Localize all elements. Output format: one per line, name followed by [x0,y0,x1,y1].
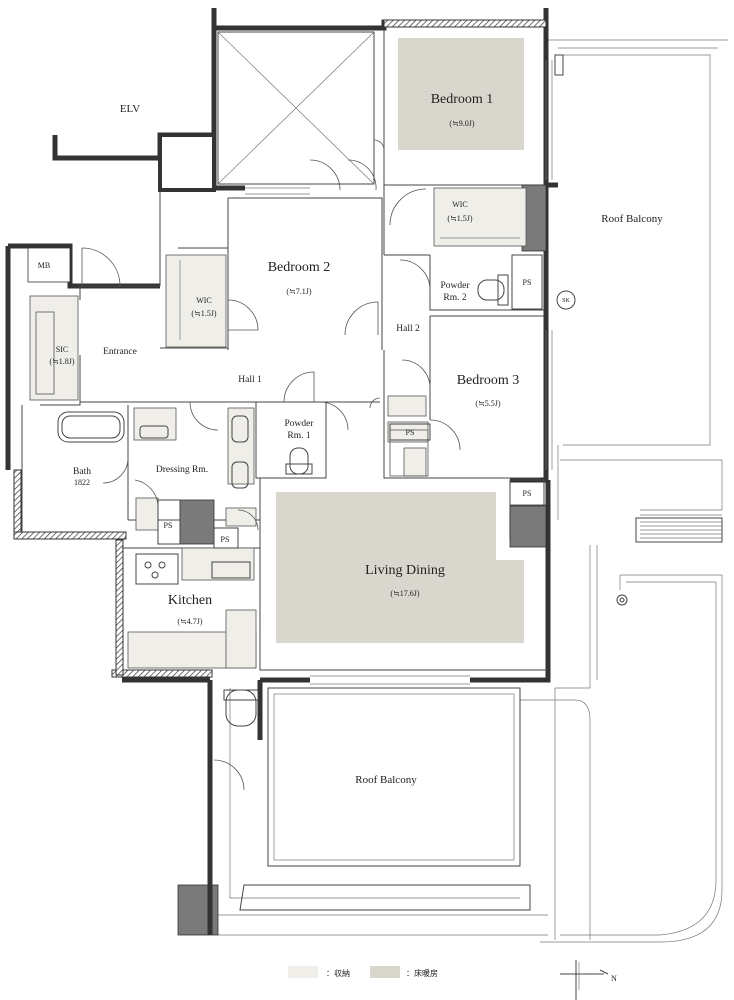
bath-label: Bath [73,467,91,477]
deck-lines [520,514,723,943]
ps-box [157,499,181,545]
legend-storage-label: ：収納 [326,968,350,978]
mb-label: MB [38,261,50,270]
bedroom2-label: Bedroom 2 [268,260,331,275]
fixtures [57,274,576,727]
ps-box [509,479,545,507]
bedroom1-size: (≒9.0J) [449,119,474,128]
kitchen-size: (≒4.7J) [177,617,202,626]
legend: ：収納 ：床暖房 [288,966,438,978]
doors [81,139,461,791]
sic-label: SIC [56,345,68,354]
roof-balcony-east [547,8,728,520]
bath-size: 1822 [74,478,90,487]
powder2-line1: Powder [440,281,470,291]
ps-box [213,527,239,549]
living-size: (≒17.6J) [390,589,419,598]
hall2-label: Hall 2 [396,324,420,334]
dressing-label: Dressing Rm. [156,465,208,475]
ps-label: PS [523,278,532,287]
sk-label: SK [562,298,570,304]
column [509,504,547,548]
living-label: Living Dining [365,563,445,578]
shaft-wall [158,133,216,192]
column [179,499,215,545]
storage-areas [29,187,527,669]
hatched-wall [115,539,124,676]
roof-balcony-south [177,687,548,936]
hatched-wall [111,669,213,678]
entrance-label: Entrance [103,347,137,357]
heated-floor-bedroom1 [398,38,524,150]
wic1-size: (≒1.5J) [447,214,472,223]
powder2-line2: Rm. 2 [443,293,466,303]
ps-box [511,254,543,310]
wic1-label: WIC [452,200,468,209]
kitchen-label: Kitchen [168,593,212,608]
wic2-label: WIC [196,296,212,305]
bedroom2-size: (≒7.1J) [286,287,311,296]
bedroom3-label: Bedroom 3 [457,373,520,388]
wic2-size: (≒1.5J) [191,309,216,318]
legend-storage-swatch [288,966,318,978]
windows [245,60,553,685]
compass: N [560,960,617,1000]
ps-label: PS [164,521,173,530]
heated-floor-living [276,492,524,643]
hatched-wall [13,469,22,539]
elevator-shaft [217,31,375,185]
powder1-line2: Rm. 1 [287,431,310,441]
hatched-wall [383,19,547,28]
roof-balcony-south-label: Roof Balcony [355,774,417,786]
ps-label: PS [221,535,230,544]
hatched-wall [13,531,127,540]
hall1-label: Hall 1 [238,375,262,385]
bedroom3-size: (≒5.5J) [475,399,500,408]
compass-north-label: N [611,974,617,983]
ps-label: PS [523,489,532,498]
mb-box [27,247,71,283]
legend-heating-label: ：床暖房 [406,968,438,978]
elv-label: ELV [120,103,140,115]
legend-heating-swatch [370,966,400,978]
ps-box [389,423,431,441]
powder1-line1: Powder [284,419,314,429]
ps-label: PS [406,428,415,437]
sic-size: (≒1.8J) [49,357,74,366]
bedroom1-label: Bedroom 1 [431,92,494,107]
roof-balcony-east-label: Roof Balcony [601,213,663,225]
